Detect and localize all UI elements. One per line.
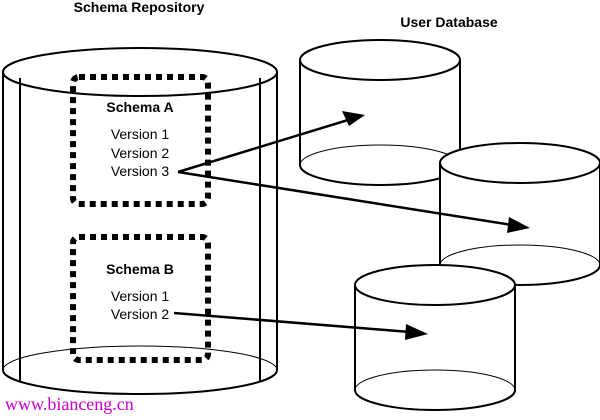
schema-a-box <box>70 74 211 207</box>
schema-a-version-1: Version 1 <box>111 126 170 142</box>
arrow-version3-to-db1 <box>177 111 365 174</box>
repository-title: Schema Repository <box>74 0 205 15</box>
schema-b-box <box>70 234 211 363</box>
user-db-cylinder-2 <box>439 142 600 286</box>
schema-b-title: Schema B <box>106 261 174 277</box>
user-db-cylinder-3 <box>354 264 516 411</box>
schema-b-version-2: Version 2 <box>111 306 170 322</box>
schema-b-version-1: Version 1 <box>111 288 170 304</box>
schema-a-version-2: Version 2 <box>111 145 170 161</box>
schema-a-title: Schema A <box>106 99 173 115</box>
arrow-version3-to-db2 <box>177 170 530 233</box>
schema-a-version-3: Version 3 <box>111 163 170 179</box>
user-db-cylinder-1 <box>299 39 461 186</box>
user-database-title: User Database <box>400 14 497 30</box>
arrow-schemab-version2-to-db3 <box>173 311 428 340</box>
watermark-text: www.bianceng.cn <box>5 394 134 414</box>
